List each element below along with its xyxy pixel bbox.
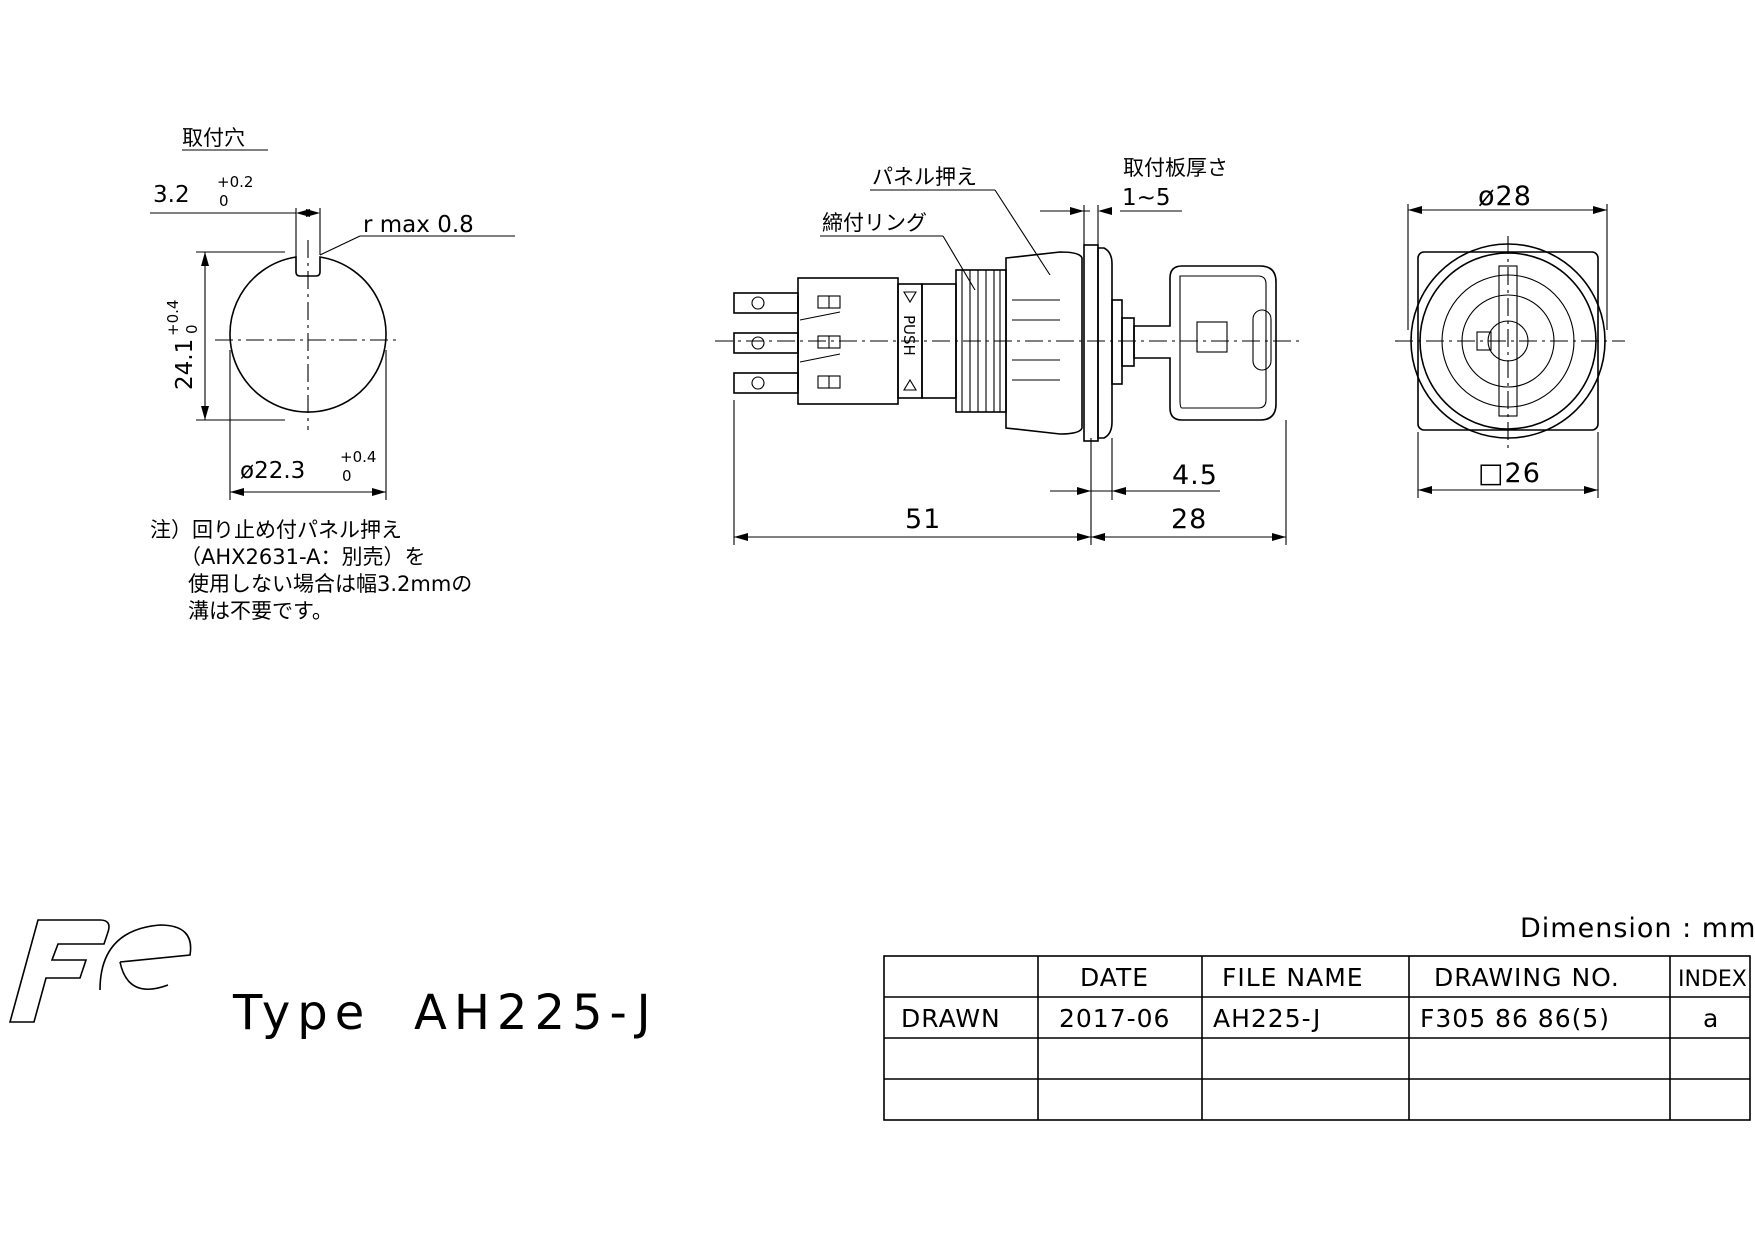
panel-presser-label: パネル押え <box>872 165 977 189</box>
diameter-value: ø22.3 <box>240 458 305 484</box>
front-view: ø28 □26 <box>1395 181 1625 498</box>
slot-width-tol-upper: +0.2 <box>217 173 253 191</box>
cell-drawing-no: F305 86 86(5) <box>1420 1004 1610 1033</box>
corner-radius-label: r max 0.8 <box>363 212 474 238</box>
dim-key-length: 28 <box>1171 504 1207 535</box>
push-label: PUSH <box>900 315 918 356</box>
lock-ring-label: 締付リング <box>822 211 927 235</box>
height-tol-lower: 0 <box>183 324 201 334</box>
mounting-hole-title: 取付穴 <box>182 126 245 150</box>
header-file-name: FILE NAME <box>1222 963 1364 992</box>
panel-thickness-range: 1~5 <box>1122 185 1171 211</box>
brand-logo: Fe <box>8 919 192 1023</box>
note-line-1: 注）回り止め付パネル押え <box>150 518 402 542</box>
diameter-tol-upper: +0.4 <box>340 448 376 466</box>
title-block-table: DATE FILE NAME DRAWING NO. INDEX DRAWN 2… <box>883 955 1751 1121</box>
model-name: AH225-J <box>414 985 658 1041</box>
note-line-3: 使用しない場合は幅3.2mmの <box>188 572 472 596</box>
dimension-unit: Dimension : mm <box>1520 913 1755 944</box>
slot-width-tol-lower: 0 <box>219 192 229 210</box>
mounting-hole-view: 取付穴 3.2 +0.2 0 r max 0.8 24.1 +0.4 0 <box>150 126 515 500</box>
front-square-dim: □26 <box>1478 458 1541 489</box>
diameter-tol-lower: 0 <box>342 467 352 485</box>
header-date: DATE <box>1080 963 1149 992</box>
cell-index: a <box>1703 1004 1719 1033</box>
header-drawing-no: DRAWING NO. <box>1434 963 1620 992</box>
height-tol-upper: +0.4 <box>164 300 182 336</box>
note-line-2: （AHX2631-A：別売）を <box>180 545 425 569</box>
installation-note: 注）回り止め付パネル押え （AHX2631-A：別売）を 使用しない場合は幅3.… <box>150 518 472 623</box>
header-index: INDEX <box>1678 967 1747 992</box>
note-line-4: 溝は不要です。 <box>188 599 333 623</box>
dim-body-length: 51 <box>905 504 941 535</box>
height-value: 24.1 <box>172 339 198 390</box>
dim-offset: 4.5 <box>1172 460 1218 491</box>
type-label: Type <box>232 985 371 1041</box>
panel-thickness-label: 取付板厚さ <box>1123 156 1228 180</box>
row-label-drawn: DRAWN <box>901 1004 1001 1033</box>
cell-date: 2017-06 <box>1059 1004 1170 1033</box>
slot-width-value: 3.2 <box>153 182 190 208</box>
front-diameter-dim: ø28 <box>1478 181 1532 212</box>
side-view: パネル押え 締付リング 取付板厚さ 1~5 PUSH <box>715 156 1300 545</box>
cell-file-name: AH225-J <box>1213 1004 1321 1033</box>
